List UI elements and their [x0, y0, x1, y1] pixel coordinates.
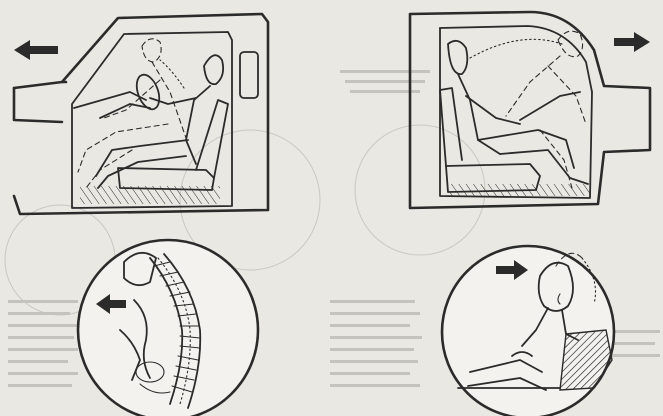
left-arrow-icon	[14, 40, 58, 60]
spine-inset	[78, 240, 258, 416]
neck-whiplash-inset	[442, 246, 614, 416]
rear-collision-cab	[410, 12, 650, 208]
forward-collision-cab	[14, 14, 268, 214]
right-arrow-icon	[614, 32, 650, 52]
